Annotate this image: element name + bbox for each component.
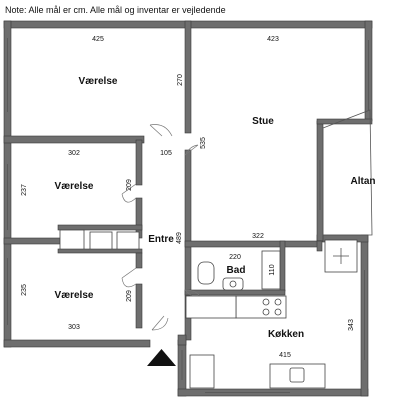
room-label-kokken: Køkken	[268, 329, 304, 340]
dim-423: 423	[267, 36, 279, 43]
room-label-altan: Altan	[351, 176, 376, 187]
dim-110: 110	[269, 264, 276, 275]
dim-237: 237	[21, 184, 28, 196]
dim-209-mid: 209	[126, 179, 133, 191]
dim-270: 270	[177, 74, 184, 86]
dim-535: 535	[200, 137, 207, 149]
dim-343: 343	[348, 319, 355, 331]
dim-209-bottom: 209	[126, 290, 133, 302]
dim-302: 302	[68, 150, 80, 157]
room-label-entre: Entre	[148, 234, 174, 245]
dim-220: 220	[229, 254, 241, 261]
room-label-stue: Stue	[252, 116, 274, 127]
doors	[121, 124, 201, 331]
interior-walls	[3, 20, 323, 346]
kitchen-fixtures	[185, 239, 358, 389]
dim-303: 303	[68, 324, 80, 331]
bathroom-fixtures	[197, 250, 281, 291]
dim-415: 415	[279, 352, 291, 359]
room-label-vaerelse-bottom: Værelse	[55, 290, 94, 301]
entrance-arrow-icon	[147, 349, 176, 366]
room-label-vaerelse-top: Værelse	[79, 76, 118, 87]
dimension-labels: 425 423 270 535 105 302 237 209 489 322 …	[21, 36, 355, 359]
plan-note: Note: Alle mål er cm. Alle mål og invent…	[5, 5, 226, 15]
dim-105: 105	[160, 150, 172, 157]
dim-425: 425	[92, 36, 104, 43]
dim-489: 489	[176, 232, 183, 244]
balcony-outline	[322, 109, 373, 236]
windows	[7, 38, 369, 393]
dim-322: 322	[252, 233, 264, 240]
room-label-bad: Bad	[227, 265, 246, 276]
room-label-vaerelse-mid: Værelse	[55, 181, 94, 192]
dim-235: 235	[21, 284, 28, 296]
